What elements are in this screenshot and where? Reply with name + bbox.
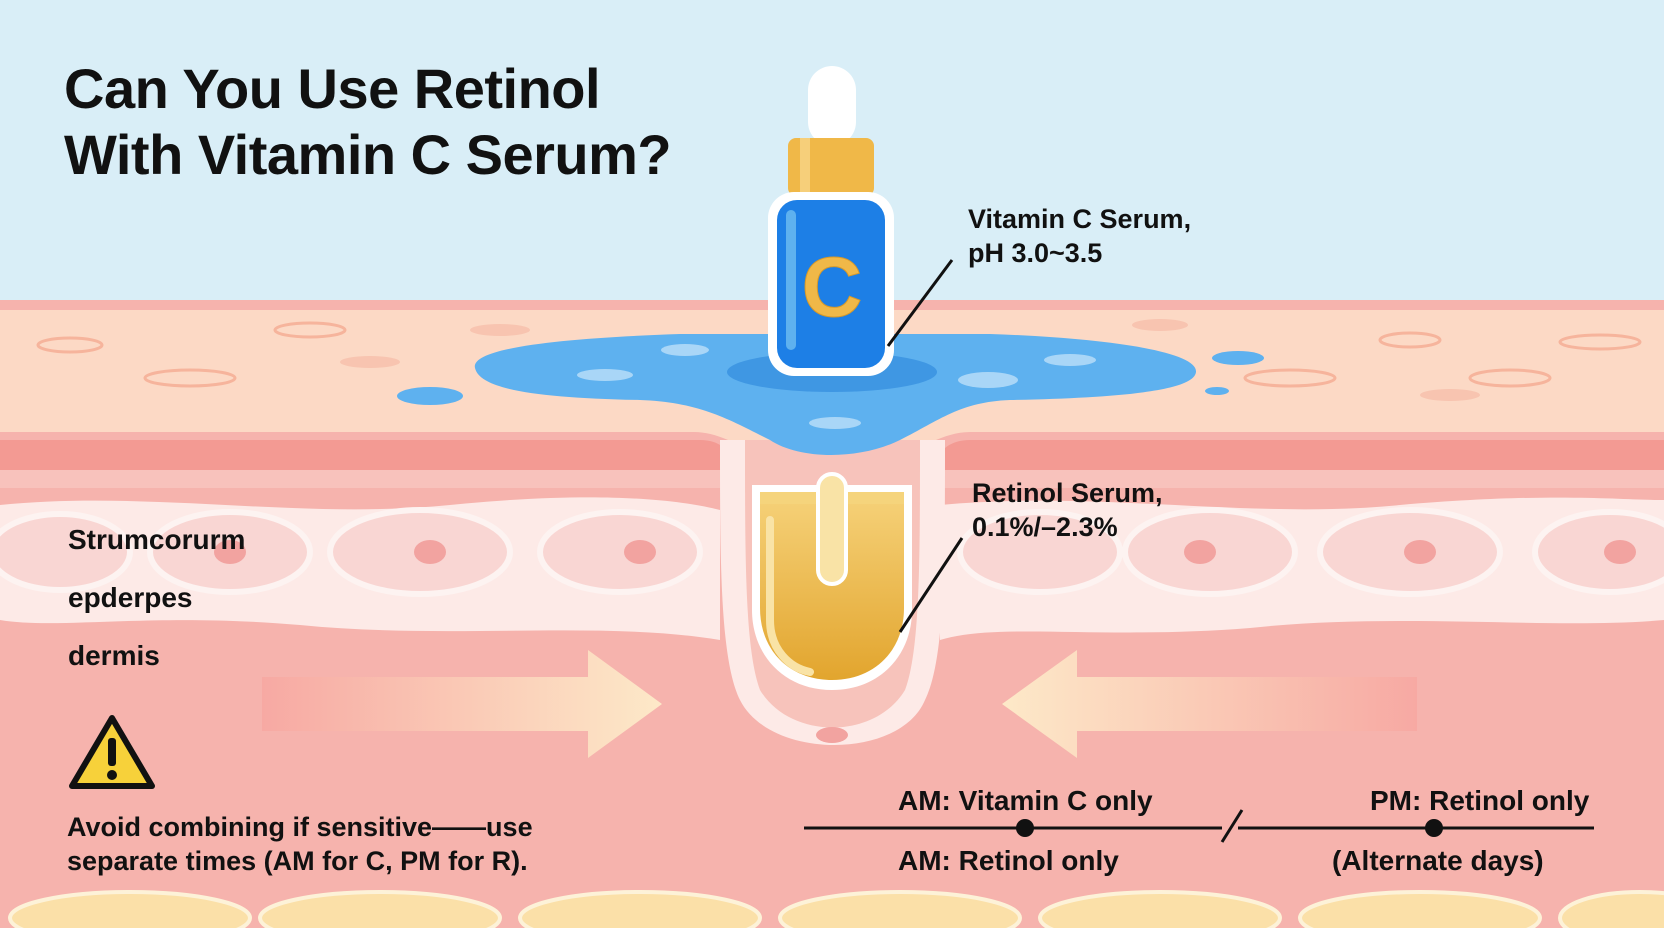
- arrow-right: [262, 650, 662, 758]
- title-line-1: Can You Use Retinol: [64, 57, 601, 120]
- page-title: Can You Use Retinol With Vitamin C Serum…: [64, 56, 672, 188]
- vitamin-c-puddle: [474, 334, 1197, 455]
- bottle-letter: C: [802, 240, 863, 334]
- schedule-am-retinol: AM: Retinol only: [898, 845, 1119, 876]
- timeline-dot-am: [1016, 819, 1034, 837]
- schedule-alternate-days: (Alternate days): [1332, 845, 1544, 876]
- arrow-left: [1002, 650, 1417, 758]
- warning-icon: [69, 715, 155, 789]
- timeline-dot-pm: [1425, 819, 1443, 837]
- warning-note: Avoid combining if sensitive——use separa…: [67, 812, 533, 876]
- skin-cells: [0, 507, 1664, 597]
- retinol-label: Retinol Serum, 0.1%/–2.3%: [972, 478, 1163, 542]
- vitamin-c-bottle: [768, 66, 894, 376]
- timeline-divider: [1220, 809, 1244, 843]
- retinol-leader: [898, 537, 964, 633]
- layer-label-dermis: dermis: [68, 640, 160, 671]
- layer-label-epidermis: epderpes: [68, 582, 193, 613]
- fat-cells: [8, 890, 1664, 928]
- layer-label-stratum: Strumcorurm: [68, 524, 246, 555]
- vitamin-c-label: Vitamin C Serum, pH 3.0~3.5: [968, 204, 1192, 268]
- title-line-2: With Vitamin C Serum?: [64, 123, 672, 186]
- vitamin-c-leader: [886, 259, 954, 347]
- schedule-pm-retinol: PM: Retinol only: [1370, 785, 1590, 816]
- schedule-am-vitamin-c: AM: Vitamin C only: [898, 785, 1153, 816]
